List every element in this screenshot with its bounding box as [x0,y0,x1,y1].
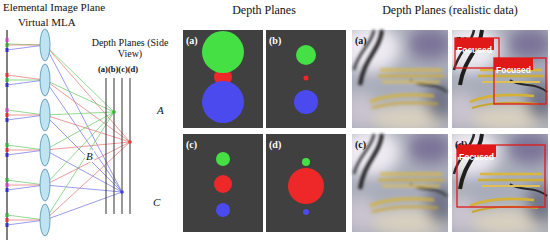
lens-array [40,29,50,236]
image-panel: (b) [266,30,346,128]
focus-text: Focused [459,153,494,162]
panel-group-title: Depth Planes (realistic data) [382,4,518,17]
panel-letter: (a) [186,35,198,46]
image-panel: (a) [352,30,448,128]
panel-letter: (c) [186,139,197,150]
point-label: B [85,150,94,162]
focus-tag: Focused [455,38,494,50]
image-panel: (d) [266,134,346,232]
image-panel: (d)Focused [452,134,548,232]
plane-letters: (a)(b)(c)(d) [98,65,138,74]
point-label: C [152,196,161,208]
image-panel: (c) [183,134,263,232]
lens-title: Virtual MLA [18,16,76,28]
focus-frames [455,38,546,207]
synthetic-panels [183,30,346,232]
panel-letter: (c) [355,139,366,150]
photo-panels [340,24,550,236]
focus-text: Focused [496,66,531,75]
panel-letter: (a) [355,35,367,46]
focus-tag: Focused [457,145,496,157]
image-panel: (b)FocusedFocused [452,30,548,128]
plane-title: Elemental Image Plane [3,1,105,13]
image-panel: (c) [352,134,448,232]
focus-text: Focused [457,46,492,55]
depth-plane-lines [106,78,130,214]
panel-group-title: Depth Planes [232,4,296,17]
side-view-title: Depth Planes (Side View) [90,37,170,59]
focus-tag: Focused [494,58,533,70]
image-panel: (a) [183,30,263,128]
panel-letter: (d) [269,139,281,150]
side-view [7,29,132,240]
panel-letter: (b) [269,35,281,46]
point-label: A [156,104,165,116]
